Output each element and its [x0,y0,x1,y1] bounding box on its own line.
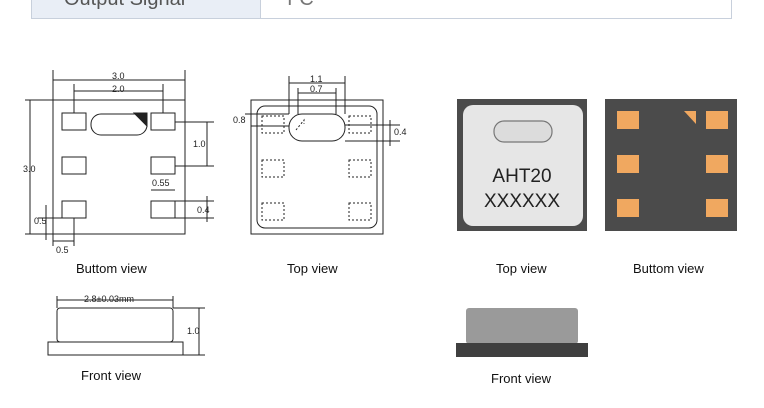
pad [61,156,87,175]
pad [61,112,87,131]
spec-table-row: Output Signal I²C [31,0,732,19]
chip-top-photo: AHT20 XXXXXX [457,99,587,231]
dim-label: 2.8±0.03mm [84,294,134,304]
pad [150,200,176,219]
dim-label: 2.0 [112,84,125,94]
dim-label: 0.4 [197,205,210,215]
pin1-marker [684,111,696,124]
spec-value: I²C [287,0,314,11]
top-view-drawing [245,76,400,235]
caption-photo-front-view: Front view [491,371,551,386]
pin1-marker [132,112,148,128]
caption-photo-top-view: Top view [496,261,547,276]
chip-bottom-photo [605,99,737,231]
caption-bottom-view: Buttom view [76,261,147,276]
pad [150,156,176,175]
dim-label: 0.4 [394,127,407,137]
front-view-drawing [47,296,205,356]
chip-front-photo [456,308,588,357]
dim-label: 1.0 [187,326,200,336]
caption-photo-bottom-view: Buttom view [633,261,704,276]
dim-label: 0.5 [34,216,47,226]
spec-label-cell: Output Signal [32,0,261,18]
chip-marking: XXXXXX [484,191,560,212]
caption-front-view: Front view [81,368,141,383]
dim-label: 3.0 [112,71,125,81]
caption-top-view: Top view [287,261,338,276]
dim-label: 0.8 [233,115,246,125]
dim-label: 1.1 [310,74,323,84]
package-outline [52,99,186,235]
dim-label: 0.5 [56,245,69,255]
dim-label: 0.55 [152,178,170,188]
pad [61,200,87,219]
dim-label: 0.7 [310,84,323,94]
pad [150,112,176,131]
dim-label: 3.0 [23,164,36,174]
dim-label: 1.0 [193,139,206,149]
chip-marking: AHT20 [492,166,551,187]
spec-label: Output Signal [64,0,185,11]
